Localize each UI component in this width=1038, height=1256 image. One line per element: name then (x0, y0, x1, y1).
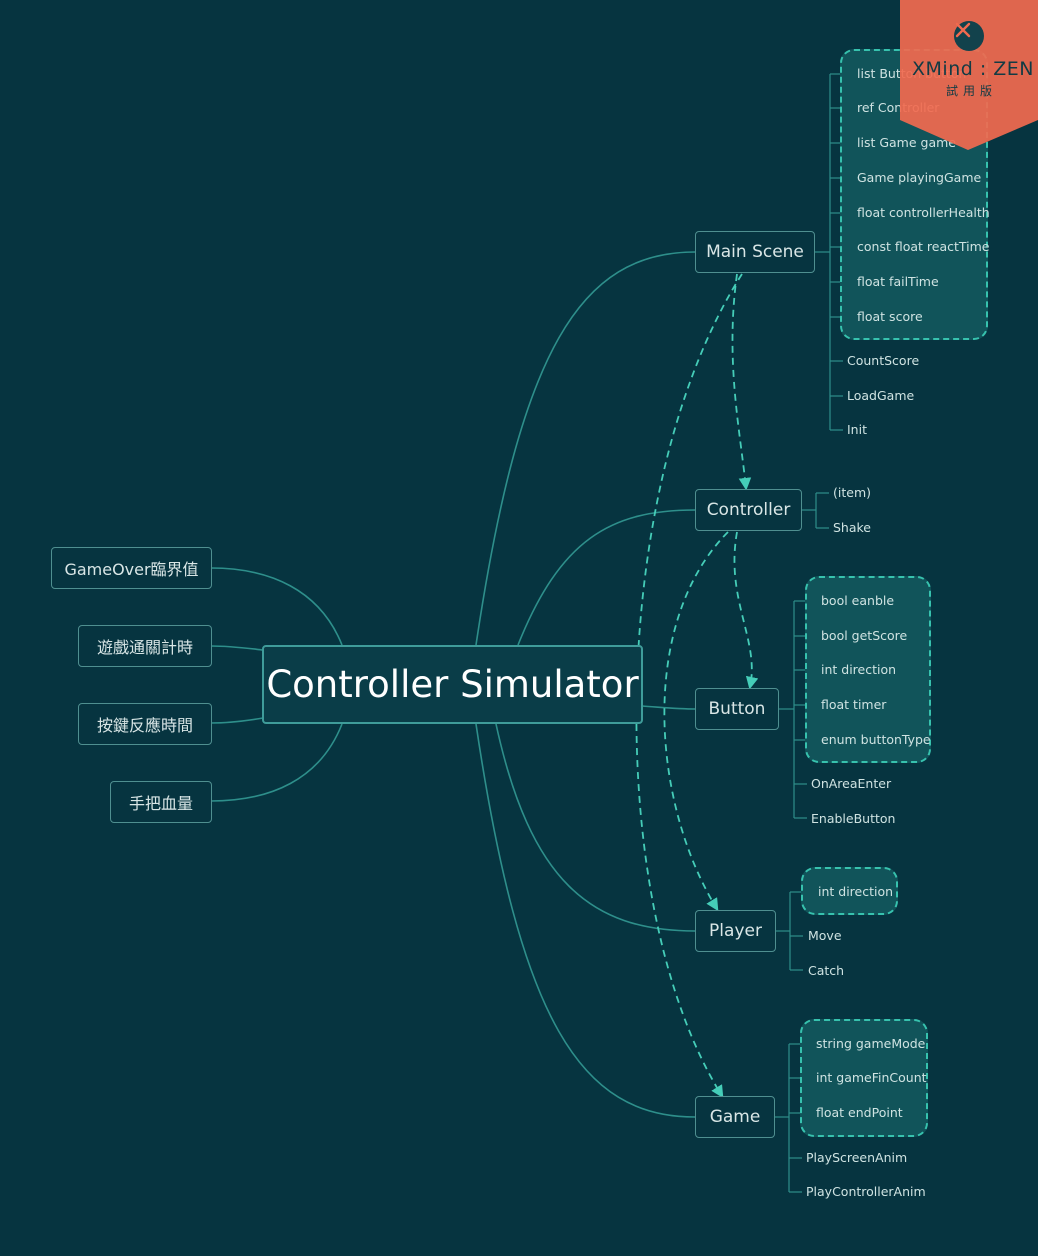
player-field[interactable]: int direction (818, 884, 894, 899)
main-scene-field[interactable]: float score (857, 309, 923, 324)
button-field[interactable]: bool getScore (821, 628, 908, 643)
trial-watermark: XMind : ZEN 試用版 (900, 0, 1038, 150)
button-field[interactable]: enum buttonType (821, 732, 931, 747)
watermark-brand: XMind : ZEN (912, 58, 1035, 80)
topic-clear-timer[interactable]: 遊戲通關計時 (78, 625, 212, 667)
game-fields-group (800, 1019, 928, 1137)
watermark-trial-label: 試用版 (946, 84, 998, 98)
branch-player (495, 723, 696, 932)
main-scene-field[interactable]: list Game game (857, 135, 956, 150)
player-method[interactable]: Catch (808, 963, 845, 978)
relation-mainscene-controller (731, 273, 752, 491)
relation-mainscene-game (635, 273, 743, 1099)
central-topic[interactable]: Controller Simulator (262, 645, 643, 724)
button-field[interactable]: float timer (821, 697, 887, 712)
game-field[interactable]: int gameFinCount (816, 1070, 927, 1085)
topic-game[interactable]: Game (695, 1096, 775, 1138)
main-scene-method[interactable]: CountScore (847, 353, 920, 368)
controller-item[interactable]: (item) (833, 485, 871, 500)
watermark-ribbon (900, 0, 1038, 150)
button-field[interactable]: int direction (821, 662, 897, 677)
main-scene-method[interactable]: LoadGame (847, 388, 915, 403)
button-method[interactable]: EnableButton (811, 811, 896, 826)
close-icon[interactable] (954, 21, 984, 51)
main-scene-method[interactable]: Init (847, 422, 867, 437)
topic-main-scene[interactable]: Main Scene (695, 231, 815, 273)
topic-controller[interactable]: Controller (695, 489, 802, 531)
topic-button[interactable]: Button (695, 688, 779, 730)
branch-clear-timer (210, 645, 264, 651)
main-scene-field[interactable]: float failTime (857, 274, 939, 289)
topic-player[interactable]: Player (695, 910, 776, 952)
main-scene-field[interactable]: Game playingGame (857, 170, 982, 185)
main-scene-field[interactable]: const float reactTime (857, 239, 990, 254)
topic-gameover-threshold[interactable]: GameOver臨界值 (51, 547, 212, 589)
branch-button (641, 705, 696, 710)
game-field[interactable]: string gameMode (816, 1036, 926, 1051)
relation-controller-button (733, 531, 759, 690)
player-method[interactable]: Move (808, 928, 842, 943)
topic-key-react-time[interactable]: 按鍵反應時間 (78, 703, 212, 745)
button-fields-group (805, 576, 931, 763)
branch-main-scene (475, 251, 696, 646)
branch-controller (517, 509, 696, 646)
branch-game (475, 723, 696, 1118)
controller-item[interactable]: Shake (833, 520, 872, 535)
game-method[interactable]: PlayControllerAnim (806, 1184, 926, 1199)
branch-health (210, 723, 343, 802)
topic-controller-health[interactable]: 手把血量 (110, 781, 212, 823)
player-fields-group (801, 867, 898, 915)
button-method[interactable]: OnAreaEnter (811, 776, 892, 791)
relation-controller-player (663, 531, 729, 912)
game-method[interactable]: PlayScreenAnim (806, 1150, 908, 1165)
button-field[interactable]: bool eanble (821, 593, 895, 608)
branch-gameover (210, 567, 343, 646)
main-scene-field[interactable]: float controllerHealth (857, 205, 990, 220)
game-field[interactable]: float endPoint (816, 1105, 903, 1120)
branch-react-time (210, 717, 264, 724)
